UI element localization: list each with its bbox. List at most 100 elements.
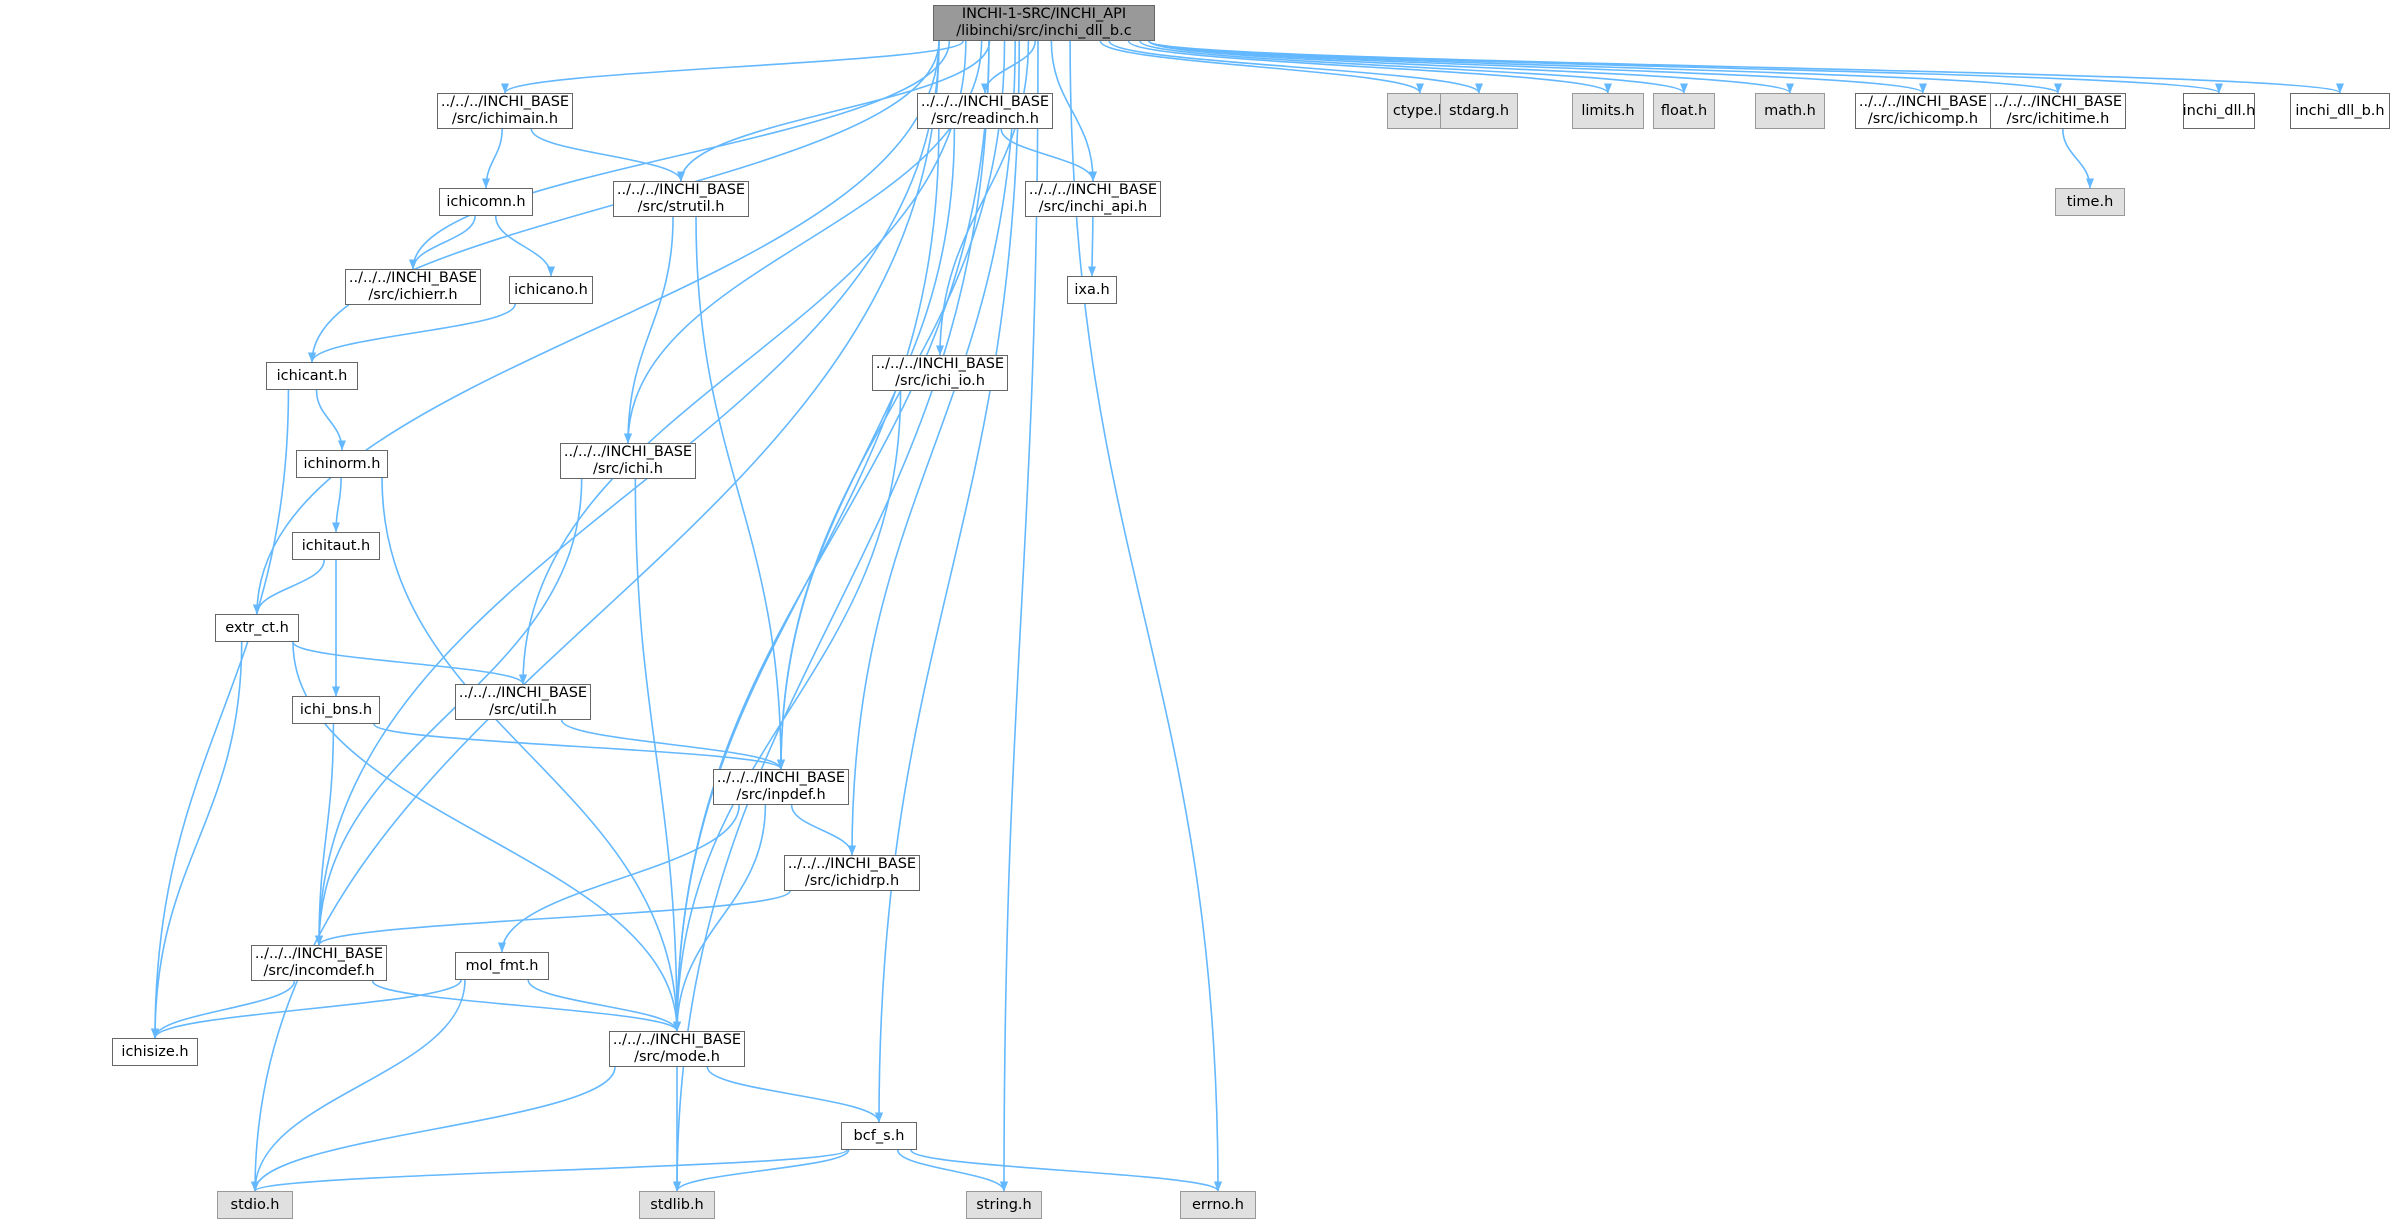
edge-ichicomn-to-ichierr [409, 215, 476, 270]
edge-bcf_s-to-string [896, 1149, 1008, 1192]
node-label-line: /src/inchi_api.h [1038, 199, 1148, 215]
node-bcf-s[interactable]: bcf_s.h [841, 1122, 917, 1150]
node-math[interactable]: math.h [1755, 93, 1825, 129]
edge-root-to-string [1000, 40, 1039, 1192]
node-label-line: INCHI-1-SRC/INCHI_API [961, 6, 1127, 22]
node-label-line: ichicano.h [514, 281, 588, 298]
node-label-line: stdio.h [230, 1196, 280, 1213]
edge-extr_ct-to-ichisize [151, 641, 243, 1039]
node-stdio[interactable]: stdio.h [217, 1191, 293, 1219]
node-ichi-bns[interactable]: ichi_bns.h [292, 696, 380, 724]
edge-root-to-ichitime [1148, 40, 2062, 94]
node-float[interactable]: float.h [1653, 93, 1715, 129]
node-stdarg[interactable]: stdarg.h [1440, 93, 1518, 129]
edge-root-to-ctype [1099, 40, 1424, 94]
node-util[interactable]: ../../../INCHI_BASE/src/util.h [455, 684, 591, 720]
edge-ichidrp-to-incomdef [315, 890, 791, 946]
node-ichi-io[interactable]: ../../../INCHI_BASE/src/ichi_io.h [872, 355, 1008, 391]
node-label-line: math.h [1764, 102, 1816, 119]
edge-root-to-strutil [677, 40, 991, 182]
node-label-line: /src/inpdef.h [736, 787, 826, 803]
node-label-line: ../../../INCHI_BASE [1858, 94, 1988, 110]
edge-root-to-bcf_s [875, 40, 1021, 1123]
node-ichicant[interactable]: ichicant.h [266, 362, 358, 390]
node-label-line: ichitaut.h [301, 537, 371, 554]
edge-mode-to-bcf_s [706, 1066, 883, 1123]
node-label-line: stdlib.h [650, 1196, 704, 1213]
node-label-line: inchi_dll.h [2182, 102, 2256, 119]
node-ichidrp[interactable]: ../../../INCHI_BASE/src/ichidrp.h [784, 855, 920, 891]
node-ichitaut[interactable]: ichitaut.h [292, 532, 380, 560]
edge-ichicant-to-ichisize [151, 389, 290, 1039]
node-label-line: /src/mode.h [634, 1049, 720, 1065]
node-label-line: ../../../INCHI_BASE [563, 444, 693, 460]
edge-root-to-errno [1069, 40, 1222, 1192]
node-label-line: ../../../INCHI_BASE [875, 356, 1005, 372]
node-inchi-dll[interactable]: inchi_dll.h [2183, 93, 2255, 129]
node-ichinorm[interactable]: ichinorm.h [296, 450, 388, 478]
edge-mol_fmt-to-mode [527, 979, 681, 1032]
node-label-line: ichicant.h [276, 367, 348, 384]
node-ichicano[interactable]: ichicano.h [509, 276, 593, 304]
node-label-line: mol_fmt.h [465, 957, 539, 974]
node-mode[interactable]: ../../../INCHI_BASE/src/mode.h [609, 1031, 745, 1067]
node-mol-fmt[interactable]: mol_fmt.h [455, 952, 549, 980]
node-ichi[interactable]: ../../../INCHI_BASE/src/ichi.h [560, 443, 696, 479]
node-incomdef[interactable]: ../../../INCHI_BASE/src/incomdef.h [251, 945, 387, 981]
node-inchi-dll-b[interactable]: inchi_dll_b.h [2290, 93, 2390, 129]
node-limits[interactable]: limits.h [1572, 93, 1644, 129]
edge-incomdef-to-mode [371, 980, 681, 1032]
edge-ichimain-to-ichicomn [482, 128, 503, 189]
edge-root-to-inchi_dll [1148, 40, 2223, 94]
node-time[interactable]: time.h [2055, 188, 2125, 216]
node-label-line: ../../../INCHI_BASE [920, 94, 1050, 110]
node-ichicomp[interactable]: ../../../INCHI_BASE/src/ichicomp.h [1855, 93, 1991, 129]
node-label-line: /src/incomdef.h [263, 963, 375, 979]
edge-ichicano-to-ichicant [308, 303, 516, 363]
node-label-line: /src/ichi_io.h [895, 373, 985, 389]
node-strutil[interactable]: ../../../INCHI_BASE/src/strutil.h [613, 181, 749, 217]
node-errno[interactable]: errno.h [1180, 1191, 1256, 1219]
edge-readinch-to-mode [673, 128, 940, 1032]
node-label-line: stdarg.h [1448, 102, 1510, 119]
node-label-line: ../../../INCHI_BASE [787, 856, 917, 872]
node-label-line: /src/ichicomp.h [1867, 111, 1979, 127]
node-label-line: /src/ichierr.h [368, 287, 458, 303]
node-label-line: ../../../INCHI_BASE [616, 182, 746, 198]
edge-readinch-to-inpdef [777, 128, 956, 770]
edge-incomdef-to-ichisize [151, 980, 296, 1039]
node-label-line: inchi_dll_b.h [2295, 102, 2385, 119]
edge-strutil-to-ichi [624, 216, 674, 444]
edge-root-to-float [1139, 40, 1688, 94]
node-readinch[interactable]: ../../../INCHI_BASE/src/readinch.h [917, 93, 1053, 129]
node-label-line: ../../../INCHI_BASE [458, 685, 588, 701]
node-stdlib[interactable]: stdlib.h [639, 1191, 715, 1219]
node-extr-ct[interactable]: extr_ct.h [215, 614, 299, 642]
node-label-line: ichicomn.h [446, 193, 526, 210]
node-ichisize[interactable]: ichisize.h [112, 1038, 198, 1066]
edge-ichicant-to-ichinorm [315, 389, 346, 451]
node-inchi-api[interactable]: ../../../INCHI_BASE/src/inchi_api.h [1025, 181, 1161, 217]
node-label-line: ctype.h [1392, 102, 1448, 119]
node-ichicomn[interactable]: ichicomn.h [439, 188, 533, 216]
edge-readinch-to-inchi_api [1000, 128, 1097, 182]
edge-root-to-math [1148, 40, 1794, 94]
node-ixa[interactable]: ixa.h [1067, 276, 1117, 304]
node-string[interactable]: string.h [966, 1191, 1042, 1219]
node-ichitime[interactable]: ../../../INCHI_BASE/src/ichitime.h [1990, 93, 2126, 129]
edge-root-to-ichimain [501, 40, 964, 94]
edge-ichi_io-to-mode [673, 390, 902, 1032]
node-label-line: errno.h [1192, 1196, 1244, 1213]
node-ichierr[interactable]: ../../../INCHI_BASE/src/ichierr.h [345, 269, 481, 305]
edge-bcf_s-to-stdio [251, 1149, 848, 1192]
node-inpdef[interactable]: ../../../INCHI_BASE/src/inpdef.h [713, 769, 849, 805]
node-label-line: ichi_bns.h [299, 701, 373, 718]
node-ichimain[interactable]: ../../../INCHI_BASE/src/ichimain.h [437, 93, 573, 129]
edge-root-to-inchi_api [1050, 40, 1097, 182]
edge-root-to-stdarg [1108, 40, 1483, 94]
edge-root-to-readinch [981, 40, 1036, 94]
edge-root-to-extr_ct [253, 40, 940, 615]
edge-util-to-inpdef [560, 719, 785, 770]
edge-inpdef-to-mode [673, 804, 767, 1032]
